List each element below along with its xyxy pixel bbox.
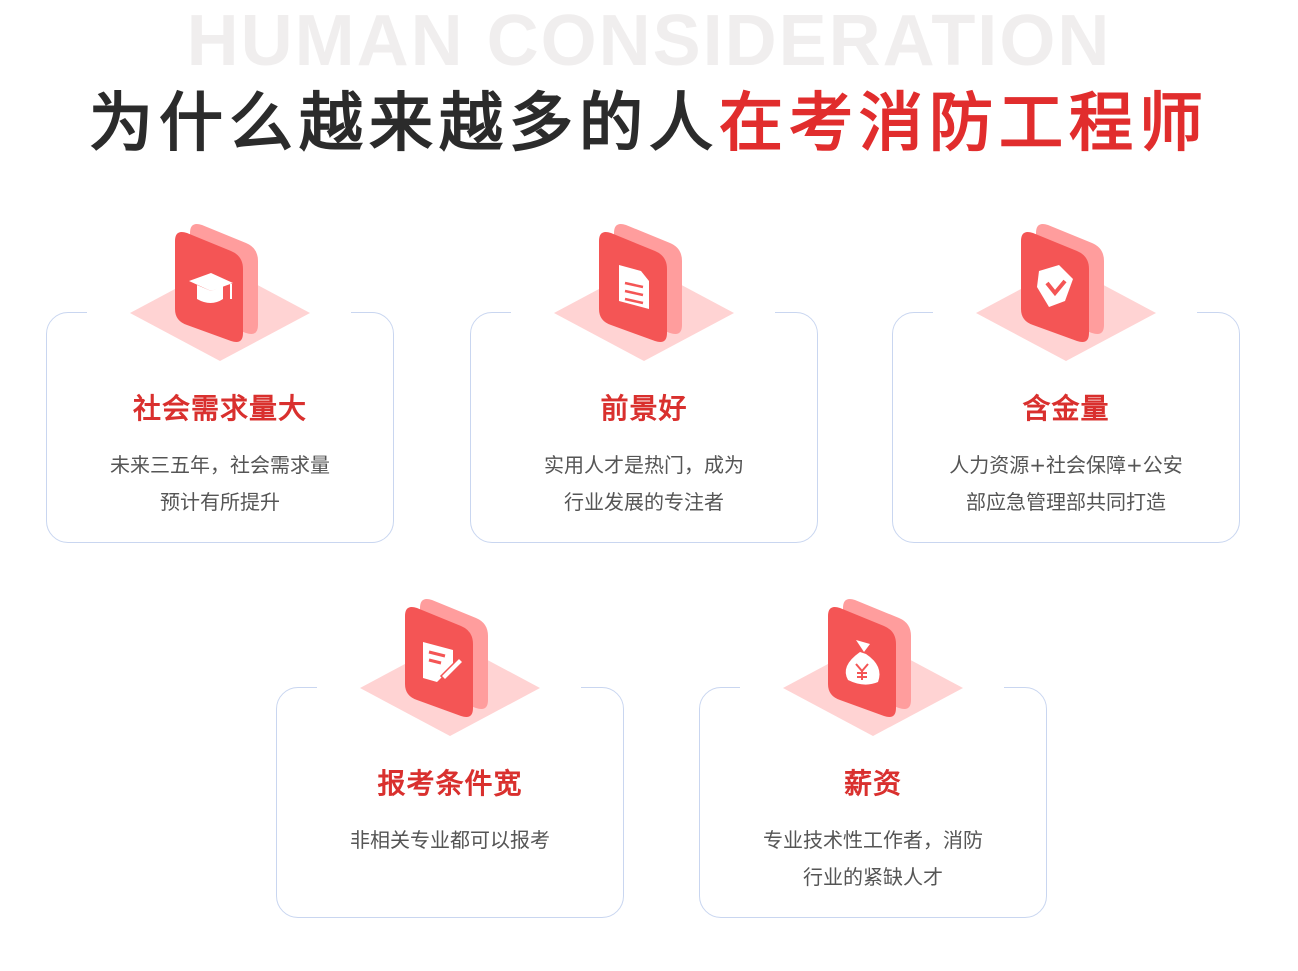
card-description: 未来三五年，社会需求量预计有所提升	[57, 447, 383, 521]
feature-card: 含金量 人力资源+社会保障+公安部应急管理部共同打造	[892, 224, 1240, 543]
feature-card: 社会需求量大 未来三五年，社会需求量预计有所提升	[46, 224, 394, 543]
card-description: 人力资源+社会保障+公安部应急管理部共同打造	[903, 447, 1229, 521]
title-dark: 为什么越来越多的人	[89, 87, 719, 161]
edit-form-icon	[360, 599, 540, 736]
card-desc-line: 非相关专业都可以报考	[350, 828, 550, 852]
card-desc-line: 行业发展的专注者	[564, 490, 724, 514]
card-desc-line: 专业技术性工作者，消防	[763, 828, 983, 852]
card-title: 含金量	[1022, 392, 1110, 425]
card-title: 前景好	[600, 392, 688, 425]
card-description: 专业技术性工作者，消防行业的紧缺人才	[710, 822, 1036, 896]
card-desc-line: 部应急管理部共同打造	[966, 490, 1166, 514]
card-title: 社会需求量大	[132, 392, 307, 425]
card-desc-line: 实用人才是热门，成为	[544, 453, 744, 477]
card-desc-line: 行业的紧缺人才	[803, 865, 943, 889]
page-title: 为什么越来越多的人在考消防工程师	[0, 86, 1298, 162]
card-title: 报考条件宽	[377, 767, 523, 800]
card-desc-line: 预计有所提升	[160, 490, 280, 514]
shield-check-icon	[976, 224, 1156, 361]
graduation-cap-icon	[130, 224, 310, 361]
card-desc-line: 未来三五年，社会需求量	[110, 453, 330, 477]
feature-card: 薪资 专业技术性工作者，消防行业的紧缺人才	[699, 599, 1047, 918]
title-red: 在考消防工程师	[719, 87, 1209, 161]
document-icon	[554, 224, 734, 361]
card-desc-line: 人力资源+社会保障+公安	[949, 453, 1183, 477]
card-title: 薪资	[843, 767, 902, 800]
feature-card: 前景好 实用人才是热门，成为行业发展的专注者	[470, 224, 818, 543]
feature-card: 报考条件宽 非相关专业都可以报考	[276, 599, 624, 918]
money-bag-icon	[783, 599, 963, 736]
card-description: 实用人才是热门，成为行业发展的专注者	[481, 447, 807, 521]
card-description: 非相关专业都可以报考	[287, 822, 613, 859]
watermark-text: HUMAN CONSIDERATION	[186, 1, 1112, 81]
